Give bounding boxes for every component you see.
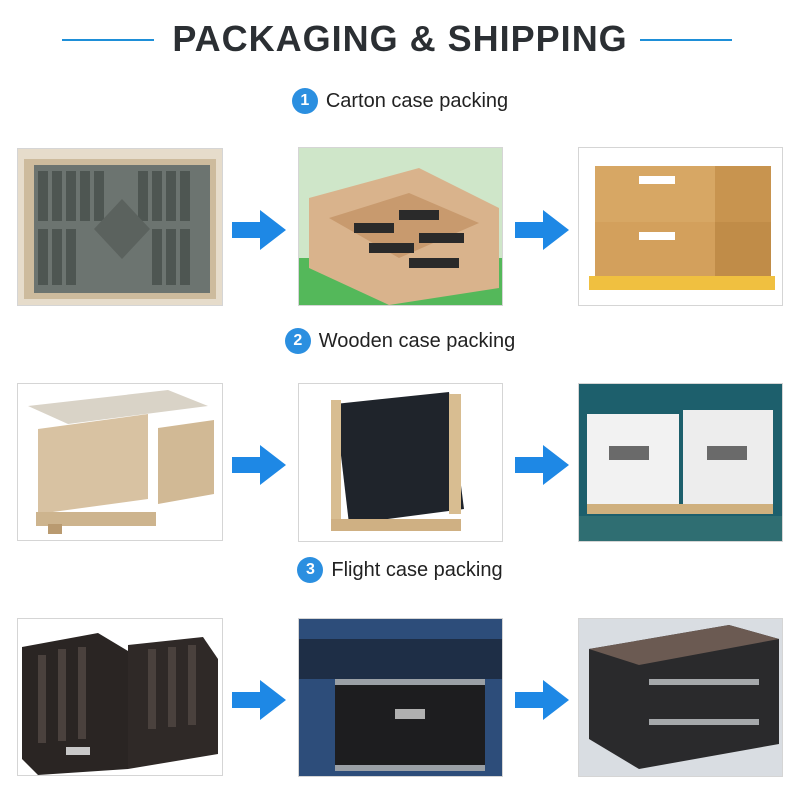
section-title: Carton case packing — [325, 89, 509, 112]
wooden-crate-panel-photo — [298, 383, 503, 542]
section-label-flight: 3 Flight case packing — [0, 557, 800, 587]
wooden-crates-warehouse-photo — [578, 383, 783, 542]
flight-case-open-photo — [17, 618, 223, 776]
flight-case-loaded-photo — [298, 618, 503, 777]
step-number-badge: 1 — [291, 88, 318, 114]
step-number-badge: 3 — [297, 557, 324, 583]
page-header: PACKAGING & SHIPPING — [0, 14, 800, 64]
carton-trays-photo — [298, 147, 503, 306]
title-divider-right — [640, 39, 732, 41]
right-arrow-icon — [232, 445, 286, 485]
page-title: PACKAGING & SHIPPING — [172, 18, 628, 59]
step-number-badge: 2 — [284, 328, 311, 354]
right-arrow-icon — [515, 680, 569, 720]
right-arrow-icon — [232, 210, 286, 250]
flight-cases-row-photo — [578, 618, 783, 777]
section-title: Wooden case packing — [318, 329, 516, 352]
section-label-wooden: 2 Wooden case packing — [0, 328, 800, 358]
carton-pallet-photo — [578, 147, 783, 306]
carton-open-box-photo — [17, 148, 223, 306]
right-arrow-icon — [515, 210, 569, 250]
section-title: Flight case packing — [331, 558, 503, 581]
wooden-crate-open-photo — [17, 383, 223, 541]
section-label-carton: 1 Carton case packing — [0, 88, 800, 118]
right-arrow-icon — [515, 445, 569, 485]
title-divider-left — [62, 39, 154, 41]
right-arrow-icon — [232, 680, 286, 720]
